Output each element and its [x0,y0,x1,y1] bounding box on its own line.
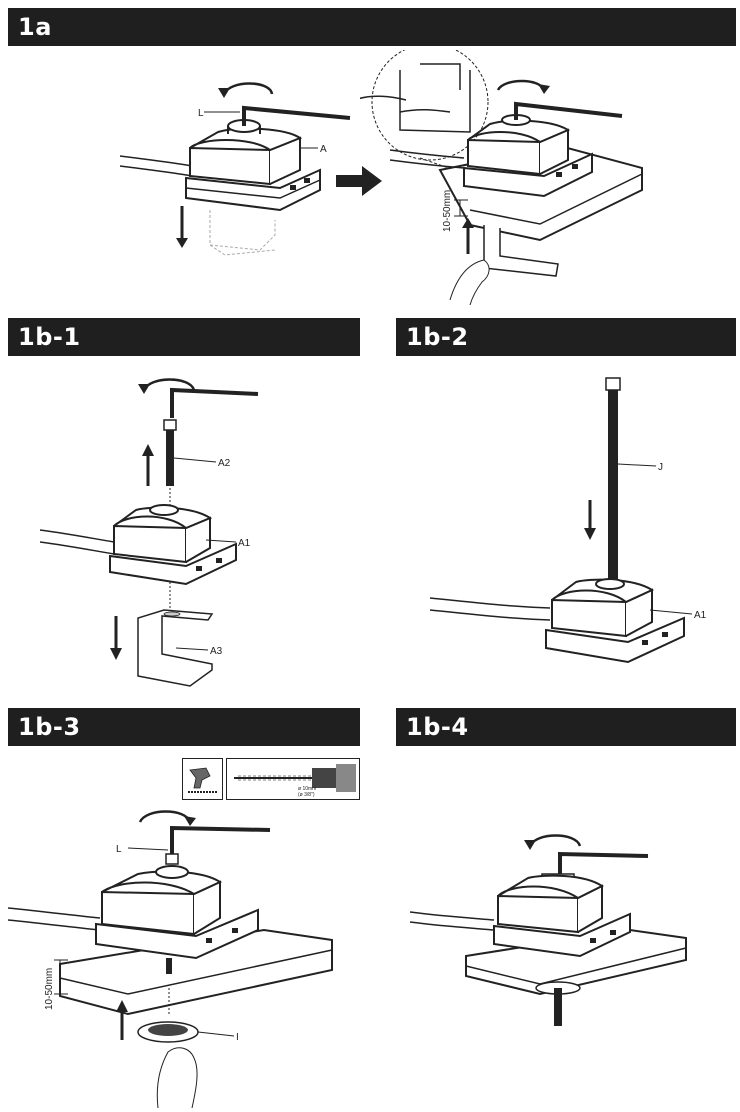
label-A1: A1 [238,538,251,549]
label-J: J [658,462,663,473]
next-step-arrow [336,166,382,196]
section-header-1a: 1a [8,8,736,46]
label-A3: A3 [210,646,223,657]
drill-diameter: ø 10mm [298,786,316,792]
section-header-1b-1: 1b-1 [8,318,360,356]
section-header-1b-4: 1b-4 [396,708,736,746]
label-I: I [236,1032,239,1043]
label-A: A [320,144,327,155]
section-header-1b-2: 1b-2 [396,318,736,356]
step-1b-4-illustration [410,820,700,1040]
drill-diameter-inch: (ø 3/8") [298,792,315,798]
step-1a-right-illustration: 10-50mm [360,50,650,305]
label-A1-1b2: A1 [694,610,707,621]
step-1a-left-illustration: L A [100,70,360,270]
gap-measurement: 10-50mm [442,190,453,232]
section-header-1b-3: 1b-3 [8,708,360,746]
gap-measurement-1b3: 10-50mm [44,968,55,1010]
drill-detail-inset: ø 10mm (ø 3/8") [182,758,360,800]
label-L: L [198,108,204,119]
step-1b-3-illustration: L 10-50mm I [8,800,360,1108]
step-1b-2-illustration: J A1 [430,370,730,690]
step-1b-1-illustration: A2 A1 A3 [40,370,340,700]
label-L-1b3: L [116,844,122,855]
label-A2: A2 [218,458,231,469]
